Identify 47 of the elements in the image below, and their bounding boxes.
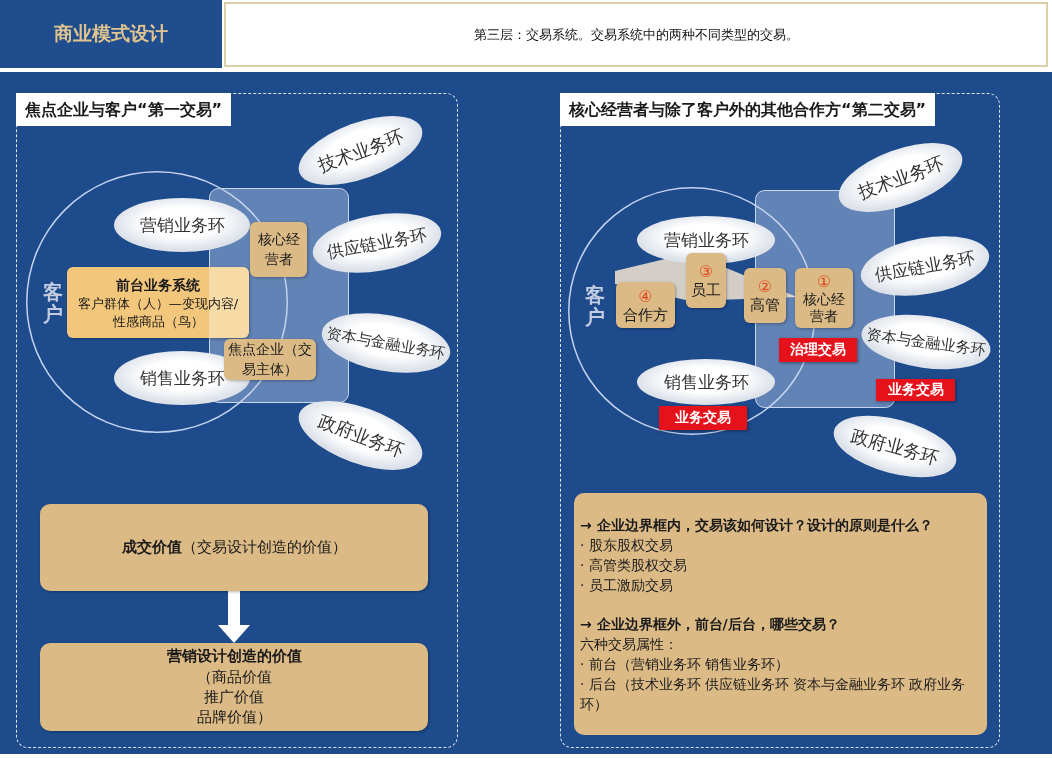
box-text: 合作方 [623,305,668,324]
circle-label: 客户 [43,281,63,325]
process-box [686,253,726,308]
bullet-item: · 高管类股权交易 [580,556,688,575]
box-heading: 营销设计创造的价值 [166,646,302,668]
question-line: → 企业边界框外，前台/后台，哪些交易？ [580,615,841,634]
dashed-panel [16,93,458,748]
panel-heading: 焦点企业与客户“第一交易” [16,93,232,126]
text-panel [574,493,987,735]
box-text: 高管 [750,296,780,314]
box-heading: 前台业务系统 [116,276,200,296]
bullet-item: · 股东股权交易 [580,536,674,555]
box-text: 员工 [691,281,721,299]
box-text: 客户群体（人）—变现内容/性感商品（鸟） [76,295,240,330]
box-text: 品牌价值） [196,707,272,728]
bullet-item: · 后台（技术业务环 供应链业务环 资本与金融业务环 政府业务环） [580,675,967,714]
step-number: ④ [638,286,653,306]
subtitle-banner: 第三层：交易系统。交易系统中的两种不同类型的交易。 [224,2,1048,67]
step-number: ① [816,271,832,291]
ellipse-node: 营销业务环 [114,198,250,252]
label-tag: 业务交易 [876,379,955,401]
box-text: （商品价值 [196,668,272,688]
process-box [616,282,675,328]
dashed-panel [560,93,1000,748]
circle-label: 客户 [585,284,605,328]
label-tag: 治理交易 [779,338,857,362]
title-banner: 商业模式设计 [0,0,222,68]
process-box: 焦点企业（交易主体） [224,339,316,380]
process-box [795,268,853,328]
ellipse-node: 营销业务环 [637,216,775,264]
process-box [67,267,249,338]
ellipse-node: 销售业务环 [637,359,775,405]
intro-line: 六种交易属性： [580,635,679,654]
question-line: → 企业边界框内，交易该如何设计？设计的原则是什么？ [580,516,934,535]
step-number: ② [757,277,773,296]
process-box: 成交价值（交易设计创造的价值） [40,504,428,591]
box-text: 核心经营者 [802,290,846,325]
label-tag: 业务交易 [659,406,747,430]
bullet-item: · 前台（营销业务环 销售业务环） [580,655,790,674]
process-box [744,268,786,323]
panel-heading: 核心经营者与除了客户外的其他合作方“第二交易” [560,93,936,126]
step-number: ③ [698,262,714,281]
box-text: 推广价值 [204,687,264,708]
process-box: 核心经营者 [250,222,307,277]
process-box [40,643,428,731]
bullet-item: · 员工激励交易 [580,576,674,595]
block-arrow [218,591,250,643]
